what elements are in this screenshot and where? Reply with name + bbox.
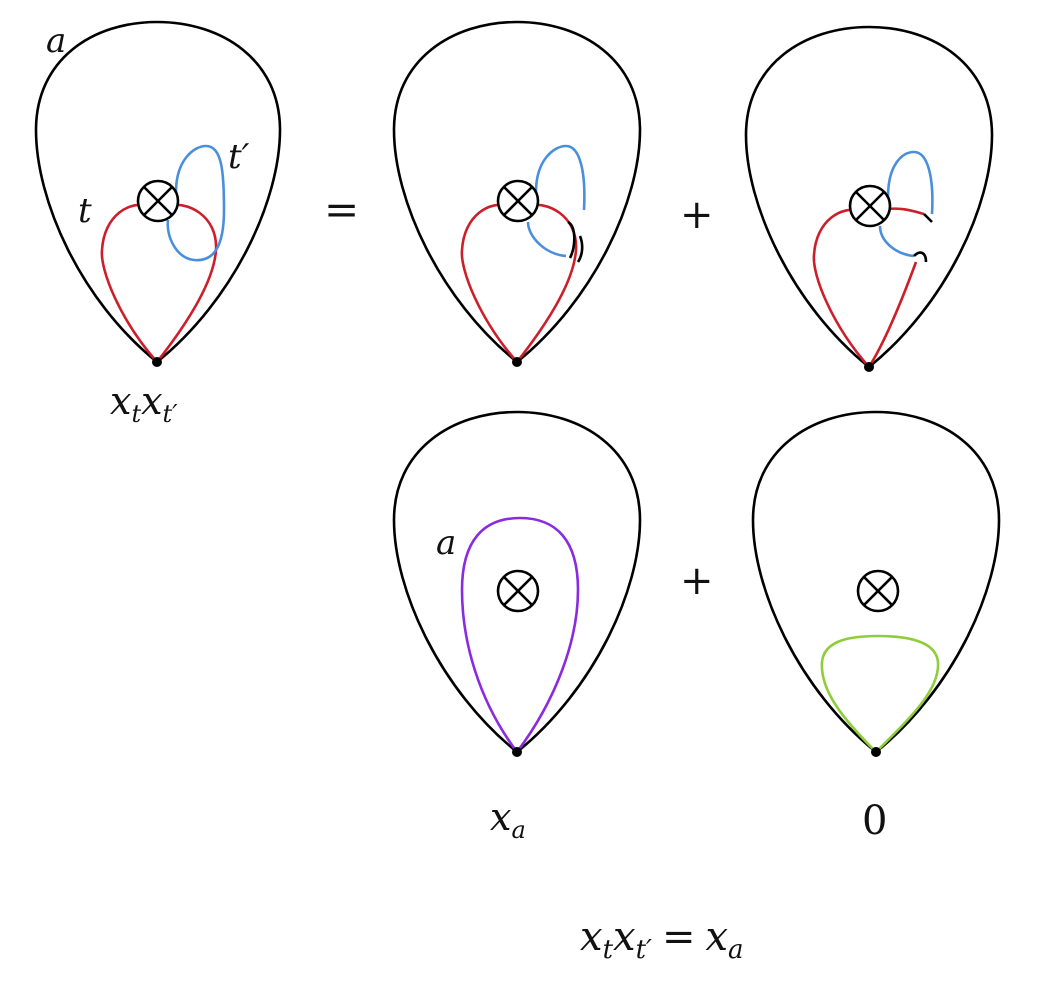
green-arc [820,634,940,754]
teardrop-outline-5 [751,410,1001,754]
plus-sign-top: + [680,192,714,238]
equals-sign: = [324,185,359,234]
blue-arc-tprime [166,144,226,262]
red-arc-t [100,203,218,363]
crosscap-4 [496,569,540,613]
label-xt-xtprime: xtxt′ [110,379,178,428]
panel-top-middle [392,20,642,367]
plus-sign-bottom: + [680,558,714,604]
panel-bottom-middle: a xa [392,410,642,844]
basepoint-4 [512,747,522,757]
red-arc-3 [812,207,925,368]
label-t: t [78,191,92,231]
black-connector-3 [913,213,933,263]
teardrop-outline-1 [34,20,282,364]
crosscap-2 [496,179,540,223]
teardrop-outline-3 [744,25,994,369]
panel-top-left: a t t′ xtxt′ [34,20,282,428]
teardrop-outline-4 [392,410,642,754]
basepoint-5 [871,747,881,757]
basepoint-3 [864,362,874,372]
blue-arc-2 [526,144,586,258]
panel-top-right [744,25,994,372]
label-tprime: t′ [228,137,250,177]
panel-bottom-right: 0 [751,410,1001,844]
teardrop-outline-2 [392,20,642,364]
final-equation: xtxt′=xa [580,914,744,965]
crosscap-5 [856,569,900,613]
label-zero: 0 [862,798,887,844]
crosscap-3 [848,184,892,228]
label-xa: xa [490,795,526,844]
purple-arc-a [460,516,580,755]
basepoint-2 [512,357,522,367]
blue-arc-3 [878,150,934,258]
label-a-top: a [46,21,66,61]
basepoint-1 [152,357,162,367]
label-a-inner: a [436,523,456,563]
crosscap-1 [136,179,180,223]
black-connector-2 [567,220,584,263]
red-arc-2 [460,203,578,363]
